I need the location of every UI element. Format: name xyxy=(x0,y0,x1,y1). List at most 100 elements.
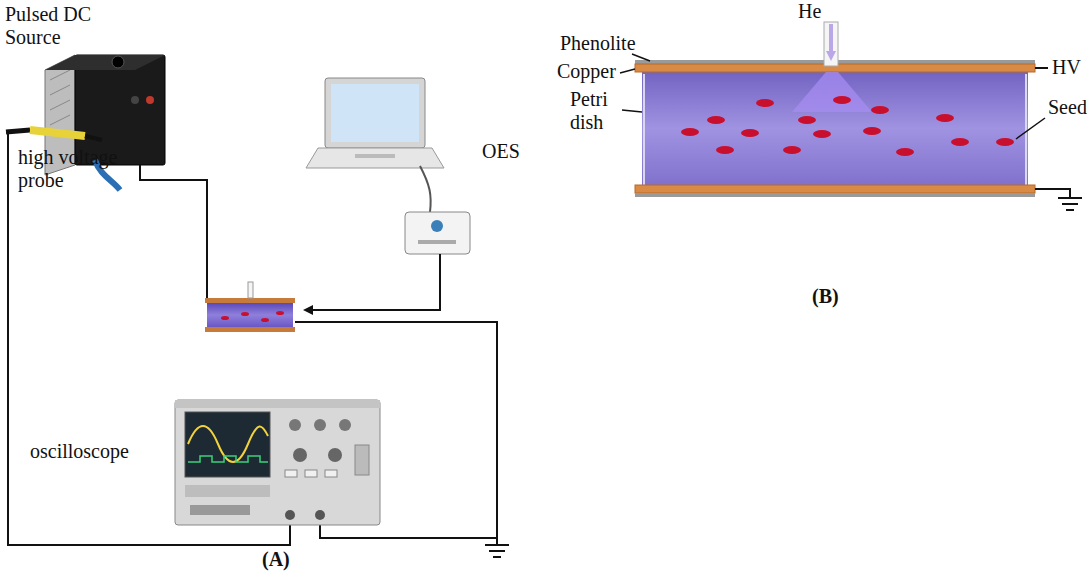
oscilloscope-device-part xyxy=(339,419,351,431)
dbd-reactor xyxy=(635,22,1035,197)
leader-lines xyxy=(620,54,1070,198)
pulsed-dc-source-part xyxy=(50,100,70,110)
reactor-chamber-part xyxy=(221,316,229,320)
wires-part xyxy=(320,525,497,538)
device-label: high voltage probe xyxy=(18,146,143,192)
spectrometer-part xyxy=(305,254,440,310)
oscilloscope-device-part xyxy=(175,400,380,408)
reactor-chamber-part xyxy=(207,303,293,327)
ground-symbol-part xyxy=(1066,209,1074,211)
oscilloscope-device-part xyxy=(185,412,270,477)
dbd-reactor-part xyxy=(635,185,1035,193)
device-label: OES xyxy=(482,140,520,163)
laptop-part xyxy=(355,154,395,158)
pulsed-dc-source-part xyxy=(146,96,154,104)
device-label: Pulsed DC Source xyxy=(5,3,115,49)
pulsed-dc-source-part xyxy=(112,56,124,68)
oscilloscope-device-part xyxy=(305,470,317,477)
dbd-reactor-part xyxy=(642,72,1028,185)
seeds-part xyxy=(756,99,774,107)
part-label: Copper xyxy=(557,60,616,83)
laptop-part xyxy=(331,84,419,142)
reactor-chamber-part xyxy=(241,312,249,316)
laptop-part xyxy=(306,148,444,168)
ground-symbol-part xyxy=(1062,203,1078,205)
oscilloscope-device-part xyxy=(328,448,342,462)
dbd-reactor-part xyxy=(643,74,645,185)
high-voltage-probe-part xyxy=(85,136,102,140)
reactor-chamber-part xyxy=(205,327,295,332)
dbd-reactor-part xyxy=(635,193,1035,197)
device-label: oscilloscope xyxy=(30,440,129,463)
spectrometer-part xyxy=(418,240,456,244)
spectrometer-part xyxy=(431,220,443,232)
oscilloscope-device-part xyxy=(285,470,297,477)
oscilloscope-device-part xyxy=(314,419,326,431)
seeds-part xyxy=(741,129,759,137)
oscilloscope-device-part xyxy=(190,505,250,515)
seeds-part xyxy=(951,138,969,146)
part-label: Seed xyxy=(1048,96,1087,119)
seeds-part xyxy=(783,146,801,154)
seeds-part xyxy=(813,130,831,138)
seeds-part xyxy=(716,146,734,154)
high-voltage-probe xyxy=(6,130,102,140)
oscilloscope-device-part xyxy=(285,510,295,520)
ground-symbol-part xyxy=(485,544,509,546)
seeds-part xyxy=(707,116,725,124)
oscilloscope-device-part xyxy=(293,448,307,462)
leader-lines-part xyxy=(1016,118,1045,139)
oscilloscope-device-part xyxy=(185,485,270,497)
dbd-reactor-part xyxy=(829,24,833,56)
seeds-part xyxy=(833,96,851,104)
pulsed-dc-source-part xyxy=(50,70,70,80)
pulsed-dc-source-part xyxy=(45,55,165,70)
oscilloscope-device-part xyxy=(355,445,369,475)
panel-label: (A) xyxy=(262,548,290,571)
reactor-chamber-part xyxy=(205,298,295,303)
part-label: Phenolite xyxy=(560,32,636,55)
pulsed-dc-source-part xyxy=(50,85,70,95)
panel-label: (B) xyxy=(812,285,839,308)
pulsed-dc-source-part xyxy=(50,115,70,125)
reactor-chamber xyxy=(205,282,295,332)
ground-symbol xyxy=(485,545,509,557)
ground-symbol-part xyxy=(489,550,505,552)
spectrometer-part xyxy=(420,166,431,212)
high-voltage-probe-part xyxy=(30,130,85,136)
leader-lines-part xyxy=(632,54,650,61)
spectrometer xyxy=(305,166,470,310)
seeds-part xyxy=(863,127,881,135)
ground-symbol-part xyxy=(493,556,501,558)
seeds-part xyxy=(936,114,954,122)
seeds-part xyxy=(896,148,914,156)
wires xyxy=(8,134,497,545)
reactor-chamber-part xyxy=(248,282,253,298)
reactor-chamber-part xyxy=(261,318,269,322)
oscilloscope-device-part xyxy=(188,456,268,462)
seeds xyxy=(681,96,1014,156)
oscilloscope-device xyxy=(175,400,380,525)
oscilloscope-device-part xyxy=(289,419,301,431)
oscilloscope-device-part xyxy=(188,426,268,462)
seeds-part xyxy=(798,116,816,124)
leader-lines-part xyxy=(622,110,642,112)
reactor-chamber-part xyxy=(276,311,284,315)
ground-symbol-part xyxy=(1058,197,1082,199)
part-label: Petri dish xyxy=(570,88,622,134)
laptop xyxy=(306,78,444,168)
oscilloscope-device-part xyxy=(175,400,380,525)
dbd-reactor-part xyxy=(824,22,838,66)
pulsed-dc-source-part xyxy=(131,96,139,104)
dbd-reactor-part xyxy=(1025,74,1027,185)
leader-lines-part xyxy=(620,69,635,73)
laptop-part xyxy=(325,78,425,148)
spectrometer-part xyxy=(405,212,470,254)
gas-label: He xyxy=(798,0,821,23)
leader-lines-part xyxy=(1035,189,1070,198)
leader-lines-part xyxy=(1035,67,1048,69)
seeds-part xyxy=(996,138,1014,146)
terminal-label: HV xyxy=(1052,56,1081,79)
ground-symbol xyxy=(1058,198,1082,210)
